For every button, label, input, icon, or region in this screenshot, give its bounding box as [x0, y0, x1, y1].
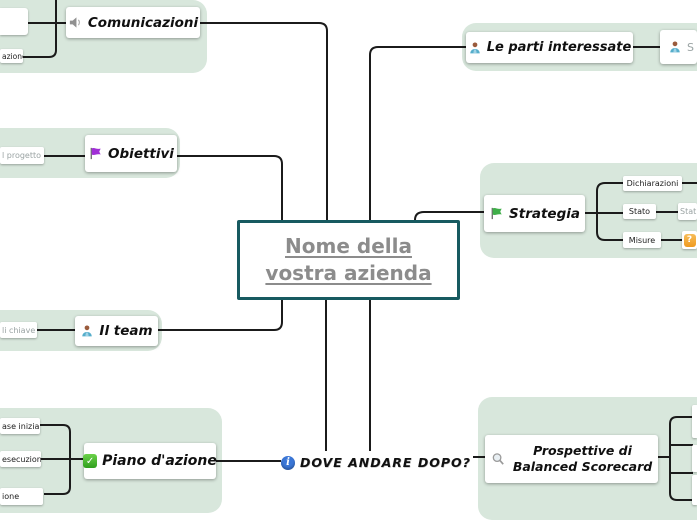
- central-topic[interactable]: Nome della vostra azienda: [237, 220, 460, 300]
- topic-prospettive-line1: Prospettive di: [533, 443, 632, 458]
- purple-flag-icon: [88, 146, 103, 161]
- subtopic-prospettive-cut-2[interactable]: [692, 445, 697, 472]
- person-icon: [468, 41, 482, 55]
- topic-comunicazioni-label: Comunicazioni: [87, 14, 199, 31]
- subtopic-piano-fase1[interactable]: ase iniziale: [0, 418, 40, 434]
- subtopic-parti-child-label: S: [687, 40, 694, 54]
- topic-prospettive-line2: Balanced Scorecard: [512, 459, 653, 474]
- central-topic-line1: Nome della: [285, 234, 412, 258]
- topic-piano-label: Piano d'azione: [102, 453, 217, 469]
- topic-parti-label: Le parti interessate: [486, 40, 632, 55]
- speaker-icon: [68, 15, 83, 30]
- subtopic-parti-child[interactable]: S: [660, 30, 697, 64]
- topic-team[interactable]: Il team: [75, 316, 158, 346]
- topic-piano[interactable]: ✓ Piano d'azione: [83, 443, 217, 479]
- subtopic-prospettive-cut-1[interactable]: [692, 405, 697, 438]
- topic-comunicazioni[interactable]: Comunicazioni: [66, 7, 200, 38]
- person-icon: [668, 40, 682, 54]
- subtopic-piano-fase2[interactable]: esecuzione: [0, 451, 41, 467]
- question-icon: ?: [683, 233, 696, 247]
- subtopic-prospettive-cut-3[interactable]: [692, 475, 697, 505]
- green-check-icon: ✓: [83, 454, 98, 468]
- person-icon: [80, 324, 94, 338]
- topic-strategia[interactable]: Strategia: [484, 195, 585, 232]
- topic-strategia-label: Strategia: [509, 205, 580, 222]
- topic-prospettive[interactable]: Prospettive di Balanced Scorecard: [485, 435, 658, 483]
- subtopic-stato[interactable]: Stato: [623, 204, 656, 219]
- topic-dove-label: DOVE ANDARE DOPO?: [300, 455, 471, 470]
- green-flag-icon: [489, 206, 504, 221]
- subtopic-dichiarazioni[interactable]: Dichiarazioni: [623, 176, 682, 191]
- subtopic-team-chiave[interactable]: li chiave: [0, 322, 37, 338]
- topic-team-label: Il team: [99, 323, 153, 339]
- central-topic-line2: vostra azienda: [265, 261, 432, 285]
- info-icon: i: [281, 455, 295, 470]
- topic-obiettivi[interactable]: Obiettivi: [85, 135, 177, 172]
- topic-obiettivi-label: Obiettivi: [108, 145, 174, 162]
- subtopic-comunicazioni-azione[interactable]: azione: [0, 49, 23, 63]
- subtopic-misure[interactable]: Misure: [623, 232, 661, 248]
- topic-dove-andare-dopo[interactable]: i DOVE ANDARE DOPO?: [281, 455, 471, 470]
- subtopic-obiettivi-progetto[interactable]: l progetto: [0, 147, 44, 164]
- subtopic-stato-value-cut[interactable]: Stat: [678, 203, 697, 220]
- subtopic-piano-fase3[interactable]: ione: [0, 488, 43, 505]
- subtopic-comunicazioni-cut[interactable]: [0, 8, 28, 35]
- magnifier-icon: [491, 452, 506, 467]
- subtopic-misure-target[interactable]: ?: [682, 231, 697, 249]
- topic-parti-interessate[interactable]: Le parti interessate: [466, 32, 633, 63]
